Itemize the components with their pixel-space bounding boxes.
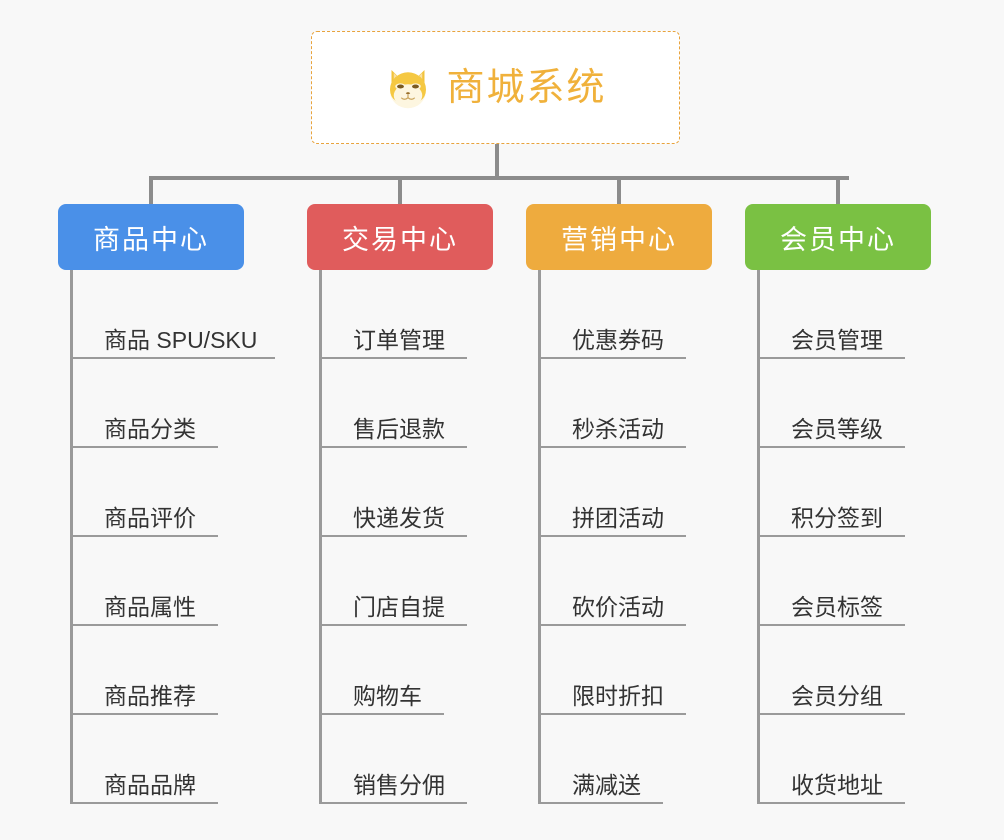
leaf-item[interactable]: 商品 SPU/SKU <box>58 270 275 359</box>
leaf-underline <box>70 446 218 448</box>
branch-column-4: 会员中心会员管理会员等级积分签到会员标签会员分组收货地址 <box>745 204 931 804</box>
leaf-item-label: 商品分类 <box>104 415 196 442</box>
leaf-item-label: 售后退款 <box>353 415 445 442</box>
leaf-item[interactable]: 满减送 <box>526 715 712 804</box>
connector-drop-1 <box>149 176 153 204</box>
leaf-item-label: 优惠券码 <box>572 326 664 353</box>
connector-drop-3 <box>617 176 621 204</box>
leaf-item-label: 购物车 <box>353 682 422 709</box>
leaf-underline <box>757 713 905 715</box>
branch-items-4: 会员管理会员等级积分签到会员标签会员分组收货地址 <box>745 270 931 804</box>
leaf-item-label: 收货地址 <box>791 771 883 798</box>
leaf-item[interactable]: 限时折扣 <box>526 626 712 715</box>
leaf-item-label: 门店自提 <box>353 593 445 620</box>
leaf-item[interactable]: 会员管理 <box>745 270 931 359</box>
leaf-item-label: 商品推荐 <box>104 682 196 709</box>
connector-drop-2 <box>398 176 402 204</box>
leaf-underline <box>70 357 275 359</box>
leaf-item[interactable]: 快递发货 <box>307 448 493 537</box>
leaf-item-label: 会员管理 <box>791 326 883 353</box>
leaf-underline <box>319 446 467 448</box>
leaf-item[interactable]: 商品属性 <box>58 537 244 626</box>
leaf-item[interactable]: 商品推荐 <box>58 626 244 715</box>
branch-items-3: 优惠券码秒杀活动拼团活动砍价活动限时折扣满减送 <box>526 270 712 804</box>
leaf-item[interactable]: 收货地址 <box>745 715 931 804</box>
leaf-item-label: 快递发货 <box>353 504 445 531</box>
leaf-item-label: 积分签到 <box>791 504 883 531</box>
leaf-item[interactable]: 商品评价 <box>58 448 244 537</box>
root-node-mall-system[interactable]: 商城系统 <box>311 31 680 144</box>
branch-column-1: 商品中心商品 SPU/SKU 商品分类商品评价商品属性商品推荐商品品牌 <box>58 204 275 804</box>
branch-header-4[interactable]: 会员中心 <box>745 204 931 270</box>
leaf-underline <box>319 624 467 626</box>
leaf-item[interactable]: 门店自提 <box>307 537 493 626</box>
leaf-item-label: 限时折扣 <box>572 682 664 709</box>
leaf-item-label: 销售分佣 <box>353 771 445 798</box>
branch-column-2: 交易中心订单管理售后退款快递发货门店自提购物车销售分佣 <box>307 204 493 804</box>
leaf-item-label: 秒杀活动 <box>572 415 664 442</box>
leaf-underline <box>757 535 905 537</box>
leaf-item[interactable]: 销售分佣 <box>307 715 493 804</box>
leaf-item[interactable]: 拼团活动 <box>526 448 712 537</box>
leaf-item[interactable]: 商品分类 <box>58 359 244 448</box>
leaf-underline <box>757 446 905 448</box>
leaf-underline <box>538 802 663 804</box>
leaf-item[interactable]: 砍价活动 <box>526 537 712 626</box>
leaf-underline <box>319 802 467 804</box>
leaf-item[interactable]: 会员分组 <box>745 626 931 715</box>
leaf-underline <box>319 713 444 715</box>
leaf-item-label: 砍价活动 <box>572 593 664 620</box>
leaf-underline <box>757 357 905 359</box>
leaf-underline <box>538 446 686 448</box>
leaf-item-label: 会员标签 <box>791 593 883 620</box>
leaf-item-label: 订单管理 <box>353 326 445 353</box>
leaf-underline <box>538 624 686 626</box>
leaf-underline <box>319 357 467 359</box>
leaf-item[interactable]: 商品品牌 <box>58 715 244 804</box>
branch-items-1: 商品 SPU/SKU 商品分类商品评价商品属性商品推荐商品品牌 <box>58 270 275 804</box>
leaf-item[interactable]: 优惠券码 <box>526 270 712 359</box>
branch-column-3: 营销中心优惠券码秒杀活动拼团活动砍价活动限时折扣满减送 <box>526 204 712 804</box>
leaf-item[interactable]: 会员等级 <box>745 359 931 448</box>
leaf-underline <box>70 624 218 626</box>
leaf-underline <box>757 624 905 626</box>
connector-horizontal-bus <box>149 176 849 180</box>
leaf-underline <box>70 802 218 804</box>
leaf-item-label: 满减送 <box>572 771 641 798</box>
leaf-underline <box>538 357 686 359</box>
branch-spine-3 <box>538 270 541 804</box>
leaf-item-label: 商品属性 <box>104 593 196 620</box>
leaf-item-label: 商品品牌 <box>104 771 196 798</box>
shiba-dog-icon <box>384 64 432 112</box>
leaf-item[interactable]: 积分签到 <box>745 448 931 537</box>
leaf-item[interactable]: 订单管理 <box>307 270 493 359</box>
branch-header-1[interactable]: 商品中心 <box>58 204 244 270</box>
leaf-item[interactable]: 售后退款 <box>307 359 493 448</box>
leaf-item-label: 商品 SPU/SKU <box>104 326 258 353</box>
leaf-underline <box>757 802 905 804</box>
branch-spine-4 <box>757 270 760 804</box>
leaf-underline <box>538 535 686 537</box>
leaf-underline <box>319 535 467 537</box>
leaf-item-label: 商品评价 <box>104 504 196 531</box>
branch-header-2[interactable]: 交易中心 <box>307 204 493 270</box>
connector-root-stem <box>495 144 499 178</box>
connector-drop-4 <box>836 176 840 204</box>
leaf-item-label: 会员分组 <box>791 682 883 709</box>
leaf-item[interactable]: 会员标签 <box>745 537 931 626</box>
leaf-item-label: 会员等级 <box>791 415 883 442</box>
branch-spine-1 <box>70 270 73 804</box>
leaf-item[interactable]: 购物车 <box>307 626 493 715</box>
branch-items-2: 订单管理售后退款快递发货门店自提购物车销售分佣 <box>307 270 493 804</box>
branch-header-3[interactable]: 营销中心 <box>526 204 712 270</box>
leaf-underline <box>70 535 218 537</box>
leaf-item[interactable]: 秒杀活动 <box>526 359 712 448</box>
leaf-underline <box>70 713 218 715</box>
root-node-title: 商城系统 <box>446 66 607 109</box>
leaf-item-label: 拼团活动 <box>572 504 664 531</box>
leaf-underline <box>538 713 686 715</box>
branch-spine-2 <box>319 270 322 804</box>
